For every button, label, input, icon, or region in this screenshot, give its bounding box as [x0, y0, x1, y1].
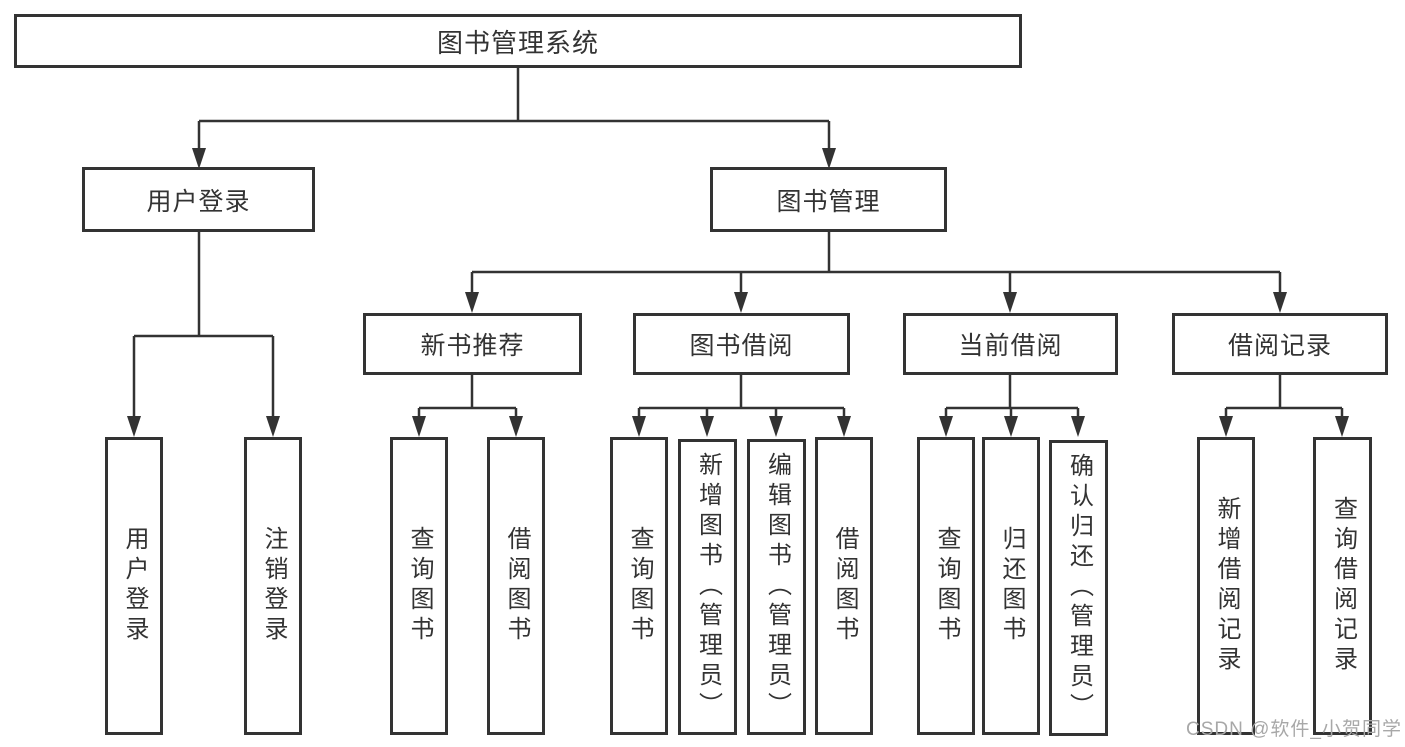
arrowhead	[700, 416, 714, 437]
leaf-user-login-label: 用户登录	[121, 526, 148, 646]
arrowhead	[1003, 292, 1017, 313]
leaf-user-login: 用户登录	[105, 437, 163, 735]
connector-book-borrow-to-leaves	[632, 375, 851, 437]
leaf-logout-label: 注销登录	[260, 526, 287, 646]
leaf-edit-books-admin-label: 编辑图书（管理员）	[763, 452, 791, 722]
arrowhead	[1004, 416, 1018, 437]
arrowhead	[822, 148, 836, 169]
arrowhead	[1273, 292, 1287, 313]
arrowhead	[192, 148, 206, 169]
node-library-system-label: 图书管理系统	[436, 27, 599, 58]
leaf-add-books-admin: 新增图书（管理员）	[678, 439, 737, 735]
leaf-add-borrow-record-label: 新增借阅记录	[1213, 496, 1240, 676]
node-current-borrow: 当前借阅	[903, 313, 1118, 375]
leaf-add-books-admin-label: 新增图书（管理员）	[694, 452, 722, 722]
connector-book-mgmt-to-level3	[465, 232, 1287, 313]
node-new-book-recommend: 新书推荐	[363, 313, 582, 375]
arrowhead	[769, 416, 783, 437]
node-book-management-label: 图书管理	[776, 187, 881, 216]
arrowhead	[837, 416, 851, 437]
leaf-return-books: 归还图书	[982, 437, 1040, 735]
arrowhead	[939, 416, 953, 437]
leaf-return-books-label: 归还图书	[998, 526, 1025, 646]
leaf-query-books-recommend-label: 查询图书	[406, 526, 433, 646]
arrowhead	[632, 416, 646, 437]
arrowhead	[465, 292, 479, 313]
arrowhead	[1335, 416, 1349, 437]
arrowhead	[127, 416, 141, 437]
node-user-login: 用户登录	[82, 167, 315, 232]
node-borrow-records: 借阅记录	[1172, 313, 1388, 375]
arrowhead	[412, 416, 426, 437]
node-current-borrow-label: 当前借阅	[958, 332, 1063, 360]
leaf-borrow-books-recommend-label: 借阅图书	[503, 526, 530, 646]
arrowhead	[509, 416, 523, 437]
leaf-logout: 注销登录	[244, 437, 302, 735]
csdn-watermark: CSDN @软件_小贺同学	[1186, 719, 1402, 740]
connector-new-books-to-leaves	[412, 375, 523, 437]
node-new-book-recommend-label: 新书推荐	[420, 332, 525, 360]
leaf-borrow-books-recommend: 借阅图书	[487, 437, 545, 735]
connector-user-login-to-leaves	[127, 232, 280, 437]
leaf-edit-books-admin: 编辑图书（管理员）	[747, 439, 806, 735]
connector-root-to-level2	[192, 68, 836, 169]
arrowhead	[1071, 416, 1085, 437]
leaf-confirm-return-admin: 确认归还（管理员）	[1049, 440, 1108, 736]
leaf-query-borrow-record: 查询借阅记录	[1313, 437, 1372, 735]
leaf-borrow-books: 借阅图书	[815, 437, 873, 735]
arrowhead	[1219, 416, 1233, 437]
leaf-confirm-return-admin-label: 确认归还（管理员）	[1065, 453, 1093, 723]
leaf-query-books-borrow-label: 查询图书	[626, 526, 653, 646]
node-borrow-records-label: 借阅记录	[1227, 332, 1332, 360]
arrowhead	[266, 416, 280, 437]
leaf-query-borrow-record-label: 查询借阅记录	[1329, 496, 1357, 676]
leaf-query-books-borrow: 查询图书	[610, 437, 668, 735]
leaf-borrow-books-label: 借阅图书	[831, 526, 858, 646]
node-user-login-label: 用户登录	[146, 187, 251, 216]
node-book-borrow-label: 图书借阅	[689, 332, 794, 360]
node-book-borrow: 图书借阅	[633, 313, 850, 375]
node-book-management: 图书管理	[710, 167, 947, 232]
leaf-query-books-current: 查询图书	[917, 437, 975, 735]
node-library-system: 图书管理系统	[14, 14, 1022, 68]
leaf-query-books-recommend: 查询图书	[390, 437, 448, 735]
leaf-query-books-current-label: 查询图书	[933, 526, 960, 646]
connector-current-borrow-to-leaves	[939, 375, 1085, 437]
arrowhead	[734, 292, 748, 313]
connector-borrow-records-to-leaves	[1219, 375, 1349, 437]
leaf-add-borrow-record: 新增借阅记录	[1197, 437, 1255, 735]
